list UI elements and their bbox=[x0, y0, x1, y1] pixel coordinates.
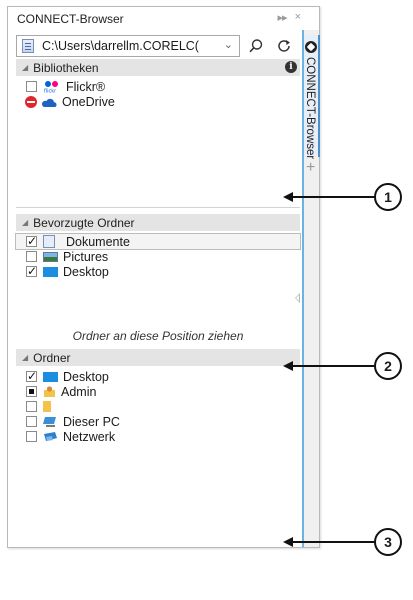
checkbox[interactable] bbox=[26, 401, 37, 412]
list-item-netzwerk[interactable]: Netzwerk bbox=[16, 429, 300, 444]
network-icon bbox=[43, 431, 58, 442]
onedrive-icon bbox=[41, 97, 57, 107]
collapse-triangle-icon[interactable]: ◢ bbox=[22, 353, 29, 362]
path-row: C:\Users\darrellm.CORELC( ⌄ bbox=[16, 34, 302, 57]
item-label: Dokumente bbox=[66, 234, 130, 249]
list-item-desktop[interactable]: Desktop bbox=[16, 369, 300, 384]
search-icon bbox=[249, 38, 263, 52]
item-label: Netzwerk bbox=[63, 429, 116, 444]
callout-arrowhead bbox=[283, 361, 293, 371]
list-item-pictures[interactable]: Pictures bbox=[16, 249, 300, 264]
window-title: CONNECT-Browser bbox=[17, 11, 124, 26]
favorites-list: Dokumente Pictures Desktop bbox=[15, 233, 301, 279]
callout-1: 1 bbox=[374, 183, 402, 211]
checkbox[interactable] bbox=[26, 234, 37, 248]
callout-line bbox=[290, 196, 377, 198]
callout-arrowhead bbox=[283, 192, 293, 202]
refresh-icon bbox=[278, 39, 290, 52]
item-label: Admin bbox=[61, 384, 97, 399]
section-title: Bibliotheken bbox=[33, 60, 99, 75]
libraries-list: flickr Flickr® OneDrive bbox=[16, 79, 300, 109]
tab-label: CONNECT-Browser bbox=[304, 57, 316, 160]
documents-icon bbox=[43, 235, 55, 248]
search-button[interactable] bbox=[244, 35, 268, 57]
collapse-arrow-icon[interactable] bbox=[295, 293, 300, 303]
title-controls: ▸▸ × bbox=[277, 11, 302, 24]
checkbox[interactable] bbox=[26, 81, 37, 92]
section-header-favorites[interactable]: ◢ Bevorzugte Ordner bbox=[16, 214, 300, 231]
flickr-icon: flickr bbox=[43, 80, 61, 95]
item-label: Desktop bbox=[63, 264, 109, 279]
item-label: Dieser PC bbox=[63, 414, 120, 429]
list-item-flickr[interactable]: flickr Flickr® bbox=[16, 79, 300, 95]
path-text: C:\Users\darrellm.CORELC( bbox=[42, 38, 199, 53]
section-divider bbox=[16, 207, 300, 208]
checkbox[interactable] bbox=[26, 386, 37, 397]
collapse-triangle-icon[interactable]: ◢ bbox=[22, 63, 29, 72]
docker-tab-strip: CONNECT-Browser + bbox=[302, 30, 320, 547]
path-combobox[interactable]: C:\Users\darrellm.CORELC( ⌄ bbox=[16, 34, 240, 57]
list-item-dieser-pc[interactable]: Dieser PC bbox=[16, 414, 300, 429]
callout-line bbox=[290, 365, 377, 367]
refresh-button[interactable] bbox=[272, 35, 296, 57]
collapse-panel-icon[interactable]: ▸▸ bbox=[277, 12, 288, 24]
section-title: Ordner bbox=[33, 350, 71, 365]
checkbox[interactable] bbox=[26, 431, 37, 442]
callout-3: 3 bbox=[374, 528, 402, 556]
folders-list: Desktop Admin D bbox=[16, 369, 300, 444]
callout-2: 2 bbox=[374, 352, 402, 380]
item-label: OneDrive bbox=[62, 94, 115, 109]
svg-text:flickr: flickr bbox=[44, 89, 57, 94]
info-icon[interactable]: i bbox=[285, 61, 297, 73]
folder-icon bbox=[43, 401, 51, 412]
list-item-dokumente[interactable]: Dokumente bbox=[15, 233, 301, 250]
document-icon bbox=[22, 38, 34, 53]
desktop-icon bbox=[43, 371, 58, 382]
list-item-onedrive[interactable]: OneDrive bbox=[16, 94, 300, 109]
close-icon[interactable]: × bbox=[294, 11, 302, 23]
checkbox[interactable] bbox=[26, 251, 37, 262]
item-label: Pictures bbox=[63, 249, 109, 264]
checkbox[interactable] bbox=[26, 369, 37, 383]
desktop-icon bbox=[43, 266, 58, 277]
list-item-admin[interactable]: Admin bbox=[16, 384, 300, 399]
list-item-folder[interactable] bbox=[16, 399, 300, 414]
section-title: Bevorzugte Ordner bbox=[33, 215, 135, 230]
checkbox[interactable] bbox=[26, 264, 37, 278]
connect-browser-panel: CONNECT-Browser ▸▸ × C:\Users\darrellm.C… bbox=[7, 6, 320, 548]
add-tab-icon[interactable]: + bbox=[306, 159, 316, 176]
disabled-icon bbox=[25, 95, 37, 108]
checkbox[interactable] bbox=[26, 416, 37, 427]
item-label: Desktop bbox=[63, 369, 109, 384]
tab-connect-browser[interactable]: CONNECT-Browser bbox=[303, 35, 320, 160]
user-folder-icon bbox=[43, 385, 56, 398]
item-label: Flickr® bbox=[66, 79, 106, 94]
chevron-down-icon[interactable]: ⌄ bbox=[223, 38, 233, 51]
computer-icon bbox=[43, 416, 58, 427]
title-bar: CONNECT-Browser ▸▸ × bbox=[8, 7, 302, 30]
connect-logo-icon bbox=[305, 41, 317, 53]
section-header-folders[interactable]: ◢ Ordner bbox=[16, 349, 300, 366]
section-header-libraries[interactable]: ◢ Bibliotheken i bbox=[16, 59, 300, 76]
callout-line bbox=[290, 541, 377, 543]
pictures-icon bbox=[43, 251, 58, 262]
list-item-desktop[interactable]: Desktop bbox=[16, 264, 300, 279]
collapse-triangle-icon[interactable]: ◢ bbox=[22, 218, 29, 227]
docker-edge bbox=[302, 30, 304, 547]
callout-arrowhead bbox=[283, 537, 293, 547]
drop-hint: Ordner an diese Position ziehen bbox=[72, 329, 244, 343]
